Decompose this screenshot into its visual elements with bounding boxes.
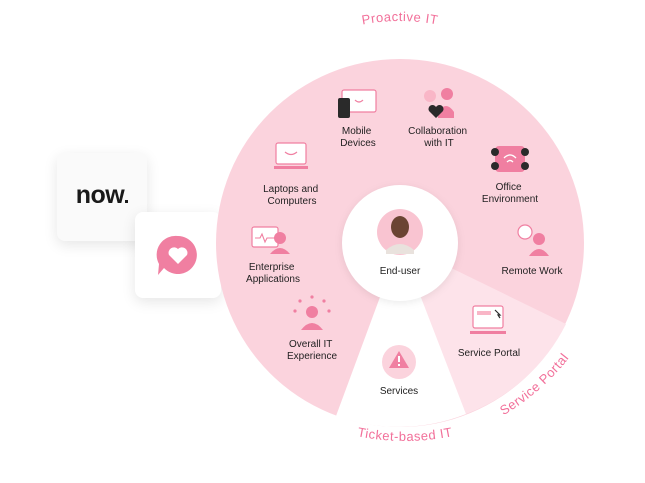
overall-it-experience-icon <box>293 295 331 330</box>
enterprise-apps-icon <box>251 226 290 254</box>
collaboration-icon <box>424 88 454 118</box>
servicenow-logo: now <box>57 181 147 210</box>
end-user-label: End-user <box>380 266 421 277</box>
remote-work-label: Remote Work <box>502 266 564 277</box>
service-portal-icon <box>470 305 506 334</box>
collaboration-label: Collaboration with IT <box>408 126 470 149</box>
heart-chat-icon <box>156 235 197 275</box>
services-segment <box>336 243 466 427</box>
service-portal-label: Service Portal <box>458 348 520 359</box>
laptop-icon <box>274 142 308 169</box>
mobile-devices-icon <box>338 89 377 118</box>
services-label: Services <box>380 386 418 397</box>
heart-chat-card <box>135 212 221 298</box>
office-environment-label: Office Environment <box>482 182 538 205</box>
proactive-it-label: Proactive IT <box>360 9 439 27</box>
enterprise-applications-label: Enterprise Applications <box>246 262 300 285</box>
office-environment-icon <box>491 146 529 172</box>
servicenow-logo-card: now <box>57 153 147 241</box>
mobile-devices-label: Mobile Devices <box>340 126 376 149</box>
end-user-avatar <box>377 209 423 255</box>
overall-it-experience-label: Overall IT Experience <box>287 339 337 362</box>
remote-work-icon <box>517 224 549 256</box>
warning-alert-icon <box>382 345 416 379</box>
laptops-computers-label: Laptops and Computers <box>263 184 321 207</box>
ticket-based-it-label: Ticket-based IT <box>356 424 453 444</box>
